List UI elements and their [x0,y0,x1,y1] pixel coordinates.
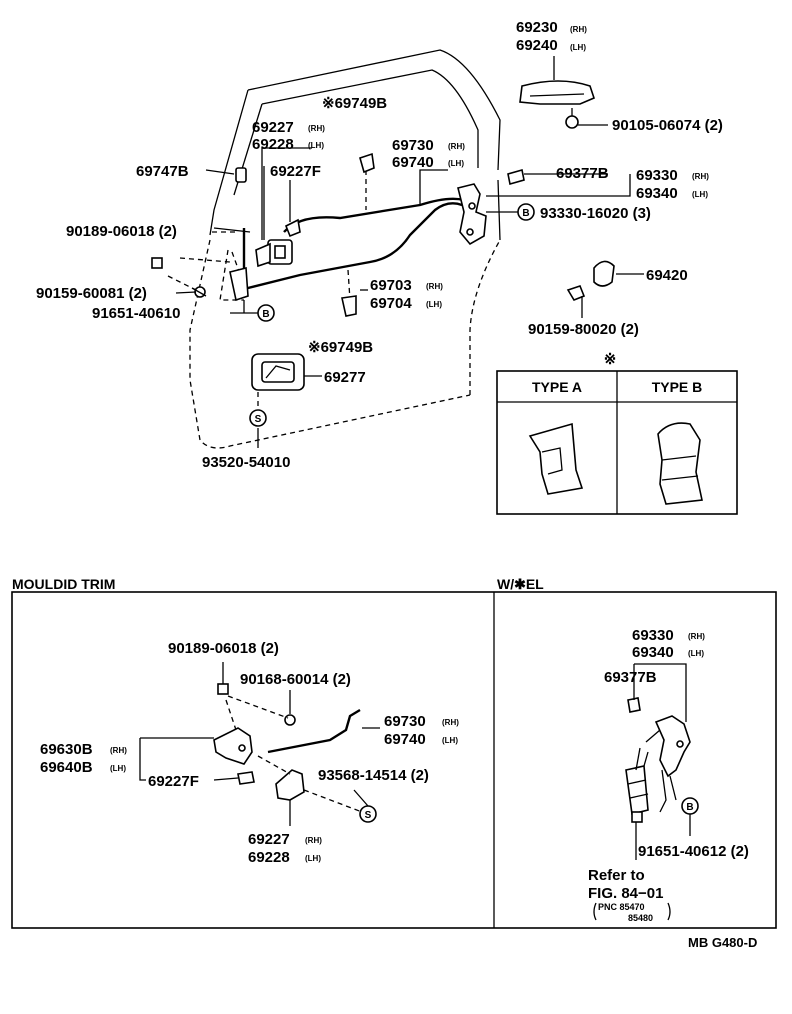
suffix-rh: (RH) [305,836,322,845]
label-69227: 69227 [252,119,294,136]
upper-rod [283,197,465,233]
label-69749b-top: ※69749B [322,95,387,112]
label-91651: 91651-40610 [92,305,180,322]
label-69228-mould: 69228 [248,849,290,866]
label-69420: 69420 [646,267,688,284]
type-b-heading: TYPE B [652,379,703,395]
type-b-clip [657,422,703,505]
bottom-panels: MOULDID TRIM W/✱EL [11,576,777,929]
wel-lock [654,715,691,778]
part-69377b [507,168,525,186]
suffix-rh: (RH) [570,25,587,34]
type-a-clip [528,422,584,495]
suffix-rh: (RH) [426,282,443,291]
mould-bracket [213,727,253,765]
suffix-rh: (RH) [692,172,709,181]
label-69730-mould: 69730 [384,713,426,730]
inside-handle [251,353,305,391]
door-assembly [151,49,501,449]
refer-line-1: Refer to [588,867,645,884]
type-table: ※ TYPE A TYPE B [496,351,738,515]
label-91651-wel: 91651-40612 (2) [638,843,749,860]
suffix-lh: (LH) [688,649,704,658]
mould-rod [267,708,361,754]
label-69227-mould: 69227 [248,831,290,848]
circle-b-label: B [686,802,693,813]
label-93330: 93330-16020 (3) [540,205,651,222]
type-a-heading: TYPE A [532,379,582,395]
suffix-lh: (LH) [305,854,321,863]
label-90189-mould: 90189-06018 (2) [168,640,279,657]
suffix-lh: (LH) [448,159,464,168]
label-90168: 90168-60014 (2) [240,671,351,688]
label-69228: 69228 [252,136,294,153]
circle-s-label: S [365,810,372,821]
label-69227f: 69227F [270,163,321,180]
door-frame [247,49,501,171]
mould-clip [275,769,305,801]
label-69640b: 69640B [40,759,93,776]
label-69377b-wel: 69377B [604,669,657,686]
suffix-lh: (LH) [442,736,458,745]
mould-title: MOULDID TRIM [12,576,115,592]
circle-b-label: B [262,309,269,320]
refer-line-2: FIG. 84−01 [588,885,663,902]
label-69730: 69730 [392,137,434,154]
circle-b-label: B [522,208,529,219]
label-90159-80020: 90159-80020 (2) [528,321,639,338]
label-69330-wel: 69330 [632,627,674,644]
figure-code: MB G480-D [688,935,757,950]
lower-rod [239,202,463,292]
label-93568: 93568-14514 (2) [318,767,429,784]
wel-section: B 69330 (RH) 69340 (LH) 69377B 91651-406… [588,627,749,923]
circle-b-1: B [517,203,535,221]
circle-s-1: S [249,409,267,427]
label-69277: 69277 [324,369,366,386]
wel-title: W/✱EL [497,576,544,592]
label-69749b-bottom: ※69749B [308,339,373,356]
label-93520: 93520-54010 [202,454,290,471]
suffix-lh: (LH) [692,190,708,199]
label-69230: 69230 [516,19,558,36]
label-69227f-mould: 69227F [148,773,199,790]
door-lock [457,183,487,246]
suffix-rh: (RH) [308,124,325,133]
suffix-rh: (RH) [110,746,127,755]
label-90105: 90105-06074 (2) [612,117,723,134]
part-69420 [593,260,615,287]
label-90189: 90189-06018 (2) [66,223,177,240]
suffix-rh: (RH) [442,718,459,727]
suffix-lh: (LH) [110,764,126,773]
suffix-lh: (LH) [426,300,442,309]
label-69330: 69330 [636,167,678,184]
type-asterisk: ※ [604,351,617,368]
circle-s-label: S [255,414,262,425]
label-69740: 69740 [392,154,434,171]
pnc-line-1: PNC 85470 [598,902,645,912]
label-69703: 69703 [370,277,412,294]
label-69704: 69704 [370,295,412,312]
top-labels: 69230 (RH) 69240 (LH) 90105-06074 (2) ※6… [36,19,723,471]
outside-handle [519,80,595,129]
label-69377b: 69377B [556,165,609,182]
label-69340-wel: 69340 [632,644,674,661]
label-69340: 69340 [636,185,678,202]
suffix-rh: (RH) [448,142,465,151]
label-69747b: 69747B [136,163,189,180]
label-69630b: 69630B [40,741,93,758]
label-69740-mould: 69740 [384,731,426,748]
suffix-rh: (RH) [688,632,705,641]
label-69240: 69240 [516,37,558,54]
label-90159-60081: 90159-60081 (2) [36,285,147,302]
wel-actuator [625,765,649,815]
pnc-line-2: 85480 [628,913,653,923]
mould-trim-section: S 90189-06018 (2) 90168-60014 (2) 69730 … [40,640,459,866]
suffix-lh: (LH) [308,141,324,150]
top-leaders [175,56,644,448]
circle-b-2: B [257,304,275,322]
suffix-lh: (LH) [570,43,586,52]
